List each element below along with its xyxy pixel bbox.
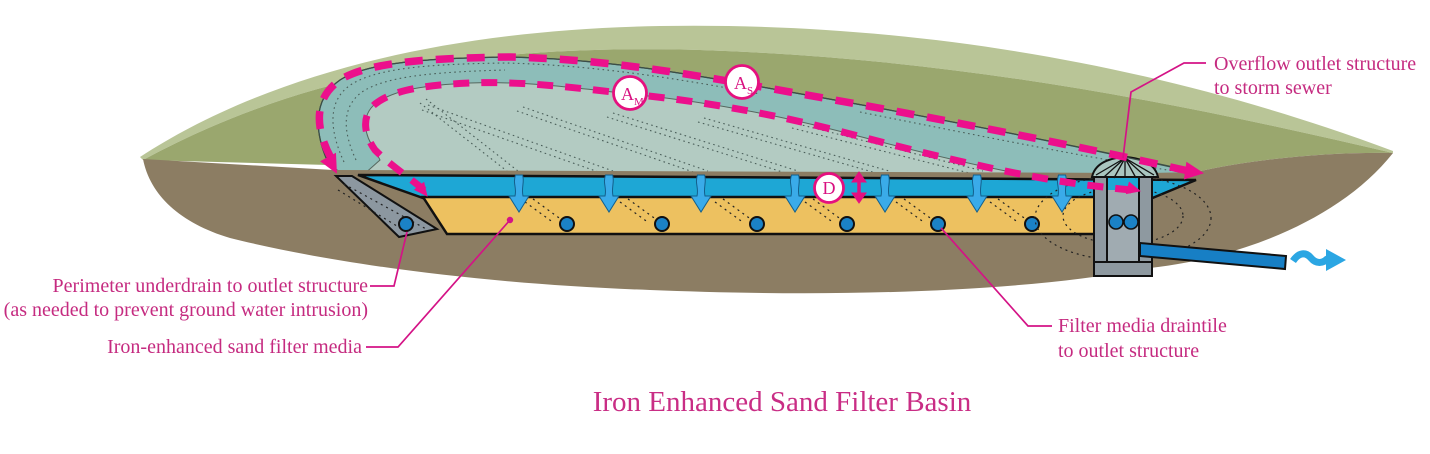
perimeter-leader-line xyxy=(370,231,408,287)
overflow-label-line1: Overflow outlet structure xyxy=(1214,53,1416,75)
outlet-pipe xyxy=(1139,241,1288,271)
infiltration-arrow xyxy=(966,174,988,213)
draintile-label-line1: Filter media draintile xyxy=(1058,315,1227,337)
infiltration-arrow xyxy=(784,174,806,213)
infiltration-arrows xyxy=(508,174,1073,213)
infiltration-arrow xyxy=(874,174,896,213)
overflow-label-line2: to storm sewer xyxy=(1214,77,1332,99)
draintile-label-line2: to outlet structure xyxy=(1058,340,1199,362)
draintile-pipe xyxy=(749,216,765,232)
water-band xyxy=(357,173,1197,201)
flowpath-outer-as xyxy=(315,53,1194,176)
draintile-pipe xyxy=(654,216,670,232)
structure-base xyxy=(1093,261,1153,277)
outlet-pipe-opening xyxy=(1123,214,1139,230)
inner-left-arrowhead xyxy=(413,181,428,197)
berm-inner-slope xyxy=(143,49,1393,172)
collector-pipe-trace-2 xyxy=(1034,175,1212,261)
draintile-pipe xyxy=(559,216,575,232)
draintile-pipe xyxy=(1024,216,1040,232)
outlet-pipe-opening xyxy=(1108,214,1124,230)
draintile-pipe xyxy=(930,216,946,232)
depth-double-arrow xyxy=(851,171,867,204)
perimeter-underdrain-pipe xyxy=(398,216,414,232)
outflow-arrow xyxy=(1290,249,1346,271)
inner-right-arrowhead xyxy=(1125,181,1141,195)
infiltration-arrow xyxy=(690,174,712,213)
marker-am: AM xyxy=(612,75,648,111)
infiltration-arrow xyxy=(598,174,620,213)
filter-media-draintiles xyxy=(559,216,1040,232)
perimeter-label-line2: (as needed to prevent ground water intru… xyxy=(4,299,368,321)
draintile-leader-line xyxy=(940,227,1052,327)
svg-text:AS: AS xyxy=(734,73,753,97)
infiltration-arrow xyxy=(508,174,530,213)
draintile-pipe xyxy=(839,216,855,232)
media-label: Iron-enhanced sand filter media xyxy=(107,336,362,358)
surface-drain-traces xyxy=(419,98,984,176)
slope-contour-dotted-1 xyxy=(332,62,761,163)
perimeter-underdrain-trench xyxy=(333,175,440,239)
flowpath-arrowheads xyxy=(320,152,1204,197)
collector-pipe-trace-1 xyxy=(1062,187,1184,245)
overflow-leader-line xyxy=(1122,62,1206,159)
perimeter-label-line1: Perimeter underdrain to outlet structure xyxy=(53,275,369,297)
marker-as: AS xyxy=(724,64,760,100)
svg-text:D: D xyxy=(823,178,836,198)
media-leader-line xyxy=(366,216,514,348)
marker-depth: D xyxy=(813,172,845,204)
outer-left-arrowhead xyxy=(320,152,337,174)
svg-text:AM: AM xyxy=(621,84,644,108)
outer-right-arrowhead xyxy=(1183,161,1204,180)
figure-title: Iron Enhanced Sand Filter Basin xyxy=(593,386,972,418)
